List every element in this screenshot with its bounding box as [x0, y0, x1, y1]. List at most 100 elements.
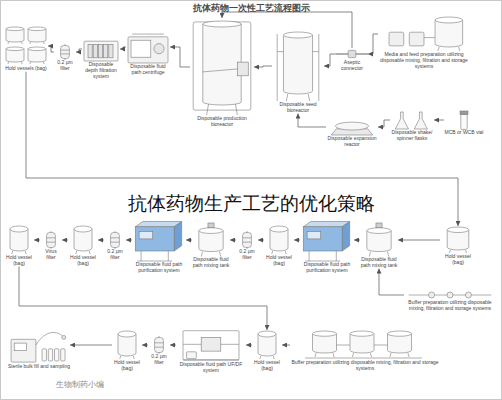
- icon-part: [47, 233, 56, 248]
- equipment-node: Hold vessels (bag): [4, 26, 48, 72]
- equipment-node: Buffer preparation utilizing disposable …: [290, 330, 440, 372]
- equipment-label: 0.2 µm filter: [236, 249, 258, 261]
- equipment-label: MCB or WCB vial: [444, 130, 484, 136]
- equipment-icon: [290, 330, 440, 360]
- flow-arrow: [170, 345, 176, 346]
- icon-group: [84, 41, 118, 61]
- icon-part: [183, 331, 239, 360]
- icon-part: [336, 53, 348, 54]
- icon-part: [348, 50, 356, 57]
- equipment-icon: [272, 30, 324, 102]
- icon-part: [154, 44, 164, 54]
- equipment-label: Disposable fluid path mixing tank: [192, 257, 230, 269]
- icon-part: [203, 69, 238, 72]
- icon-part: [429, 292, 435, 298]
- equipment-label: Virus filter: [40, 249, 62, 261]
- icon-part: [356, 53, 368, 54]
- icon-part: [235, 104, 237, 115]
- flow-arrow: [298, 114, 326, 128]
- icon-part: [28, 47, 46, 51]
- icon-part: [459, 47, 460, 51]
- equipment-icon: [104, 231, 126, 249]
- flow-arrow: [62, 240, 68, 241]
- icon-group: [47, 231, 56, 249]
- equipment-icon: [326, 118, 378, 136]
- icon-part: [342, 222, 350, 251]
- equipment-icon: [4, 225, 34, 255]
- icon-part: [141, 251, 142, 261]
- equipment-label: Disposable fluid path centrifuge: [126, 64, 170, 76]
- flow-arrow: [354, 240, 360, 241]
- icon-part: [220, 252, 221, 257]
- equipment-node: Disposable fluid path purification syste…: [300, 218, 354, 274]
- flow-arrow: [98, 240, 104, 241]
- flow-arrow: [48, 46, 54, 52]
- equipment-label: Hold vessel (bag): [112, 360, 142, 372]
- flow-arrow: [34, 240, 40, 241]
- icon-part: [61, 349, 65, 361]
- icon-part: [270, 226, 288, 232]
- icon-group: [183, 331, 239, 360]
- icon-part: [369, 252, 370, 257]
- equipment-icon: [82, 36, 120, 62]
- equipment-label: Disposable expansion reactor: [326, 136, 378, 148]
- icon-group: [118, 331, 136, 359]
- icon-part: [135, 222, 181, 227]
- equipment-label: Hold vessel (bag): [440, 254, 476, 266]
- icon-part: [447, 292, 453, 298]
- icon-part: [93, 44, 97, 58]
- icon-part: [28, 27, 46, 31]
- icon-part: [308, 94, 309, 101]
- icon-part: [135, 227, 174, 251]
- flow-arrow: [70, 345, 112, 346]
- icon-group: [460, 111, 468, 129]
- icon-part: [313, 51, 319, 52]
- icon-part: [61, 46, 70, 59]
- icon-part: [21, 62, 23, 64]
- flow-arrow: [120, 47, 126, 49]
- equipment-node: Hold vessel (bag): [252, 330, 282, 372]
- icon-part: [193, 22, 251, 110]
- icon-part: [243, 242, 252, 243]
- equipment-icon: [236, 231, 258, 249]
- icon-part: [283, 35, 312, 94]
- flow-arrow: [379, 269, 404, 296]
- icon-part: [333, 353, 334, 357]
- flow-arrow: [222, 12, 352, 48]
- equipment-node: Buffer preparation utilizing disposable …: [404, 290, 496, 312]
- equipment-label: Disposable shake/ spinner flasks: [390, 130, 434, 142]
- icon-part: [55, 349, 59, 361]
- equipment-icon: [112, 330, 142, 360]
- equipment-label: Media and feed preparation utilizing dis…: [378, 52, 470, 69]
- icon-group: [74, 226, 92, 254]
- equipment-node: Disposable expansion reactor: [326, 118, 378, 148]
- icon-part: [277, 51, 283, 52]
- icon-part: [243, 237, 252, 238]
- equipment-node: Disposable fluid path mixing tank: [360, 223, 398, 269]
- icon-part: [201, 252, 202, 257]
- icon-part: [131, 40, 151, 57]
- icon-group: [128, 34, 168, 63]
- icon-part: [352, 353, 353, 357]
- icon-part: [61, 53, 70, 54]
- icon-part: [42, 349, 46, 361]
- icon-part: [390, 353, 391, 357]
- flow-arrow: [324, 54, 336, 66]
- icon-part: [237, 62, 248, 76]
- equipment-icon: [444, 110, 484, 130]
- flow-arrow: [170, 47, 190, 67]
- icon-part: [408, 353, 409, 357]
- icon-part: [6, 27, 24, 31]
- icon-part: [435, 17, 463, 23]
- icon-part: [7, 42, 9, 44]
- equipment-icon: [132, 218, 186, 262]
- flow-arrow: [246, 345, 252, 346]
- equipment-label: Buffer preparation utilizing disposable …: [404, 300, 496, 312]
- icon-part: [350, 331, 374, 336]
- equipment-icon: [190, 18, 254, 116]
- equipment-node: Virus filter: [40, 231, 62, 261]
- icon-group: [6, 27, 46, 64]
- icon-group: [331, 122, 373, 135]
- icon-part: [409, 32, 424, 46]
- icon-part: [221, 344, 239, 345]
